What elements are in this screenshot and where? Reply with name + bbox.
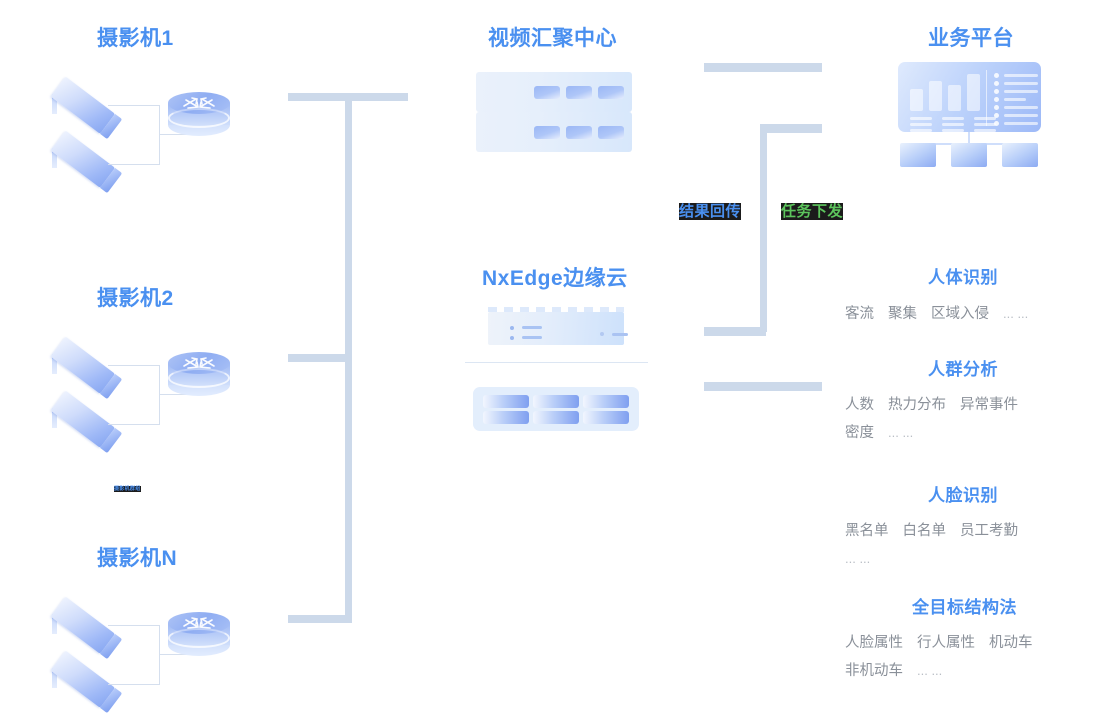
camera-icon bbox=[48, 122, 126, 194]
feature-tags-face-recognition: 黑名单白名单员工考勤 ... ... bbox=[845, 518, 1032, 573]
feature-tag: 客流 bbox=[845, 306, 874, 322]
feature-tag: 行人属性 bbox=[917, 635, 975, 651]
platform-node bbox=[1002, 143, 1038, 167]
feature-tags-full-target-structuring: 人脸属性行人属性机动车 非机动车 ... ... bbox=[845, 630, 1047, 685]
camera-icon bbox=[48, 642, 126, 714]
server-rack bbox=[476, 72, 632, 112]
camera-bracket bbox=[108, 625, 193, 685]
feature-tag: 黑名单 bbox=[845, 523, 889, 539]
feature-tag: 异常事件 bbox=[960, 397, 1018, 413]
camera-icon bbox=[48, 382, 126, 454]
video-center-title: 视频汇聚中心 bbox=[488, 27, 617, 50]
edge-device-icon bbox=[488, 307, 628, 345]
feature-tag: 密度 bbox=[845, 425, 874, 441]
feature-tag: 员工考勤 bbox=[960, 523, 1018, 539]
feature-title-body-recognition: 人体识别 bbox=[928, 268, 998, 287]
feature-title-face-recognition: 人脸识别 bbox=[928, 486, 998, 505]
feature-tag: 人数 bbox=[845, 397, 874, 413]
feature-title-crowd-analysis: 人群分析 bbox=[928, 360, 998, 379]
camera-icon bbox=[48, 68, 126, 140]
flow-label-task-dispatch: 任务下发 bbox=[781, 203, 844, 220]
feature-more: ... ... bbox=[1003, 306, 1029, 321]
camera-icon bbox=[48, 588, 126, 660]
platform-title: 业务平台 bbox=[928, 27, 1014, 50]
feature-title-full-target-structuring: 全目标结构法 bbox=[912, 598, 1017, 617]
router-icon bbox=[168, 92, 230, 144]
camera-group-note: 摄影机群组 bbox=[114, 486, 141, 492]
feature-more: ... ... bbox=[845, 551, 871, 566]
feature-tag: 人脸属性 bbox=[845, 635, 903, 651]
feature-tags-body-recognition: 客流聚集区域入侵 ... ... bbox=[845, 300, 1042, 328]
camera-group-n-title: 摄影机N bbox=[97, 547, 178, 570]
platform-node bbox=[951, 143, 987, 167]
dashboard-icon bbox=[898, 62, 1041, 132]
platform-node bbox=[900, 143, 936, 167]
camera-icon bbox=[48, 328, 126, 400]
router-icon bbox=[168, 612, 230, 664]
feature-more: ... ... bbox=[888, 425, 914, 440]
flow-label-result-return: 结果回传 bbox=[679, 203, 742, 220]
camera-bracket bbox=[108, 365, 193, 425]
router-icon bbox=[168, 352, 230, 404]
camera-group-1-title: 摄影机1 bbox=[97, 27, 174, 50]
feature-more: ... ... bbox=[917, 663, 943, 678]
router-arrows-icon bbox=[183, 357, 215, 369]
feature-tags-crowd-analysis: 人数热力分布异常事件 密度 ... ... bbox=[845, 392, 1032, 447]
feature-tag: 区域入侵 bbox=[931, 306, 989, 322]
router-arrows-icon bbox=[183, 617, 215, 629]
camera-bracket bbox=[108, 105, 193, 165]
edge-compute-grid bbox=[473, 387, 639, 431]
feature-tag: 热力分布 bbox=[888, 397, 946, 413]
feature-tag: 非机动车 bbox=[845, 663, 903, 679]
camera-group-2-title: 摄影机2 bbox=[97, 287, 174, 310]
feature-tag: 白名单 bbox=[902, 523, 947, 539]
feature-tag: 聚集 bbox=[888, 306, 917, 322]
edge-divider bbox=[465, 362, 648, 363]
feature-tag: 机动车 bbox=[989, 635, 1033, 651]
edge-cloud-title: NxEdge边缘云 bbox=[482, 267, 628, 290]
server-rack bbox=[476, 112, 632, 152]
